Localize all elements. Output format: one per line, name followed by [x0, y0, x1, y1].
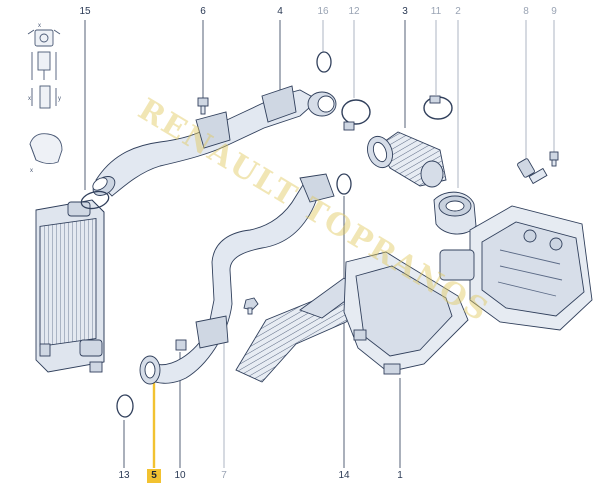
- air-filter-box: [343, 251, 469, 375]
- leader-lines-top: [84, 20, 555, 190]
- callout-16[interactable]: 16: [317, 6, 329, 17]
- clamp-11: [423, 95, 453, 120]
- clamp-12: [341, 99, 371, 131]
- o-ring-13: [116, 394, 134, 418]
- callout-2[interactable]: 2: [455, 6, 461, 17]
- callout-15[interactable]: 15: [79, 6, 91, 17]
- callout-5-highlighted[interactable]: 5: [147, 469, 161, 483]
- svg-text:x: x: [28, 96, 31, 102]
- svg-text:x: x: [38, 23, 41, 29]
- corrugated-hose-3: [367, 131, 447, 188]
- callout-3[interactable]: 3: [402, 6, 408, 17]
- o-ring-14: [336, 173, 352, 195]
- fasteners: [197, 97, 559, 315]
- callout-11[interactable]: 11: [430, 6, 442, 17]
- pressure-sensor-8: [517, 158, 548, 185]
- intercooler: [35, 199, 105, 373]
- callout-1[interactable]: 1: [397, 470, 403, 481]
- o-rings: [80, 51, 352, 418]
- callout-8[interactable]: 8: [523, 6, 529, 17]
- callout-7[interactable]: 7: [221, 470, 227, 481]
- callout-10[interactable]: 10: [174, 470, 186, 481]
- callout-6[interactable]: 6: [200, 6, 206, 17]
- callout-4[interactable]: 4: [277, 6, 283, 17]
- callout-12[interactable]: 12: [348, 6, 360, 17]
- bolt-7: [243, 297, 259, 315]
- nut-dimension-icon: x y: [28, 85, 61, 109]
- upper-charge-hose: [92, 85, 337, 197]
- o-ring-15: [80, 190, 110, 210]
- clamps: [341, 95, 453, 131]
- svg-text:x: x: [30, 168, 33, 174]
- lower-charge-hose: [139, 173, 335, 385]
- engine-block: [439, 205, 593, 331]
- bolt-length-icon: [31, 51, 57, 80]
- bolt-9: [549, 151, 559, 167]
- hose-section-icon: x: [29, 133, 63, 174]
- clamp-torque-icon: x: [27, 23, 61, 47]
- bolt-6: [197, 97, 209, 115]
- callout-13[interactable]: 13: [118, 470, 130, 481]
- o-ring-16: [316, 51, 332, 73]
- callout-9[interactable]: 9: [551, 6, 557, 17]
- svg-text:y: y: [58, 96, 61, 102]
- seal-2: [433, 191, 477, 235]
- callout-14[interactable]: 14: [338, 470, 350, 481]
- legend-icons: x x y x: [27, 23, 63, 174]
